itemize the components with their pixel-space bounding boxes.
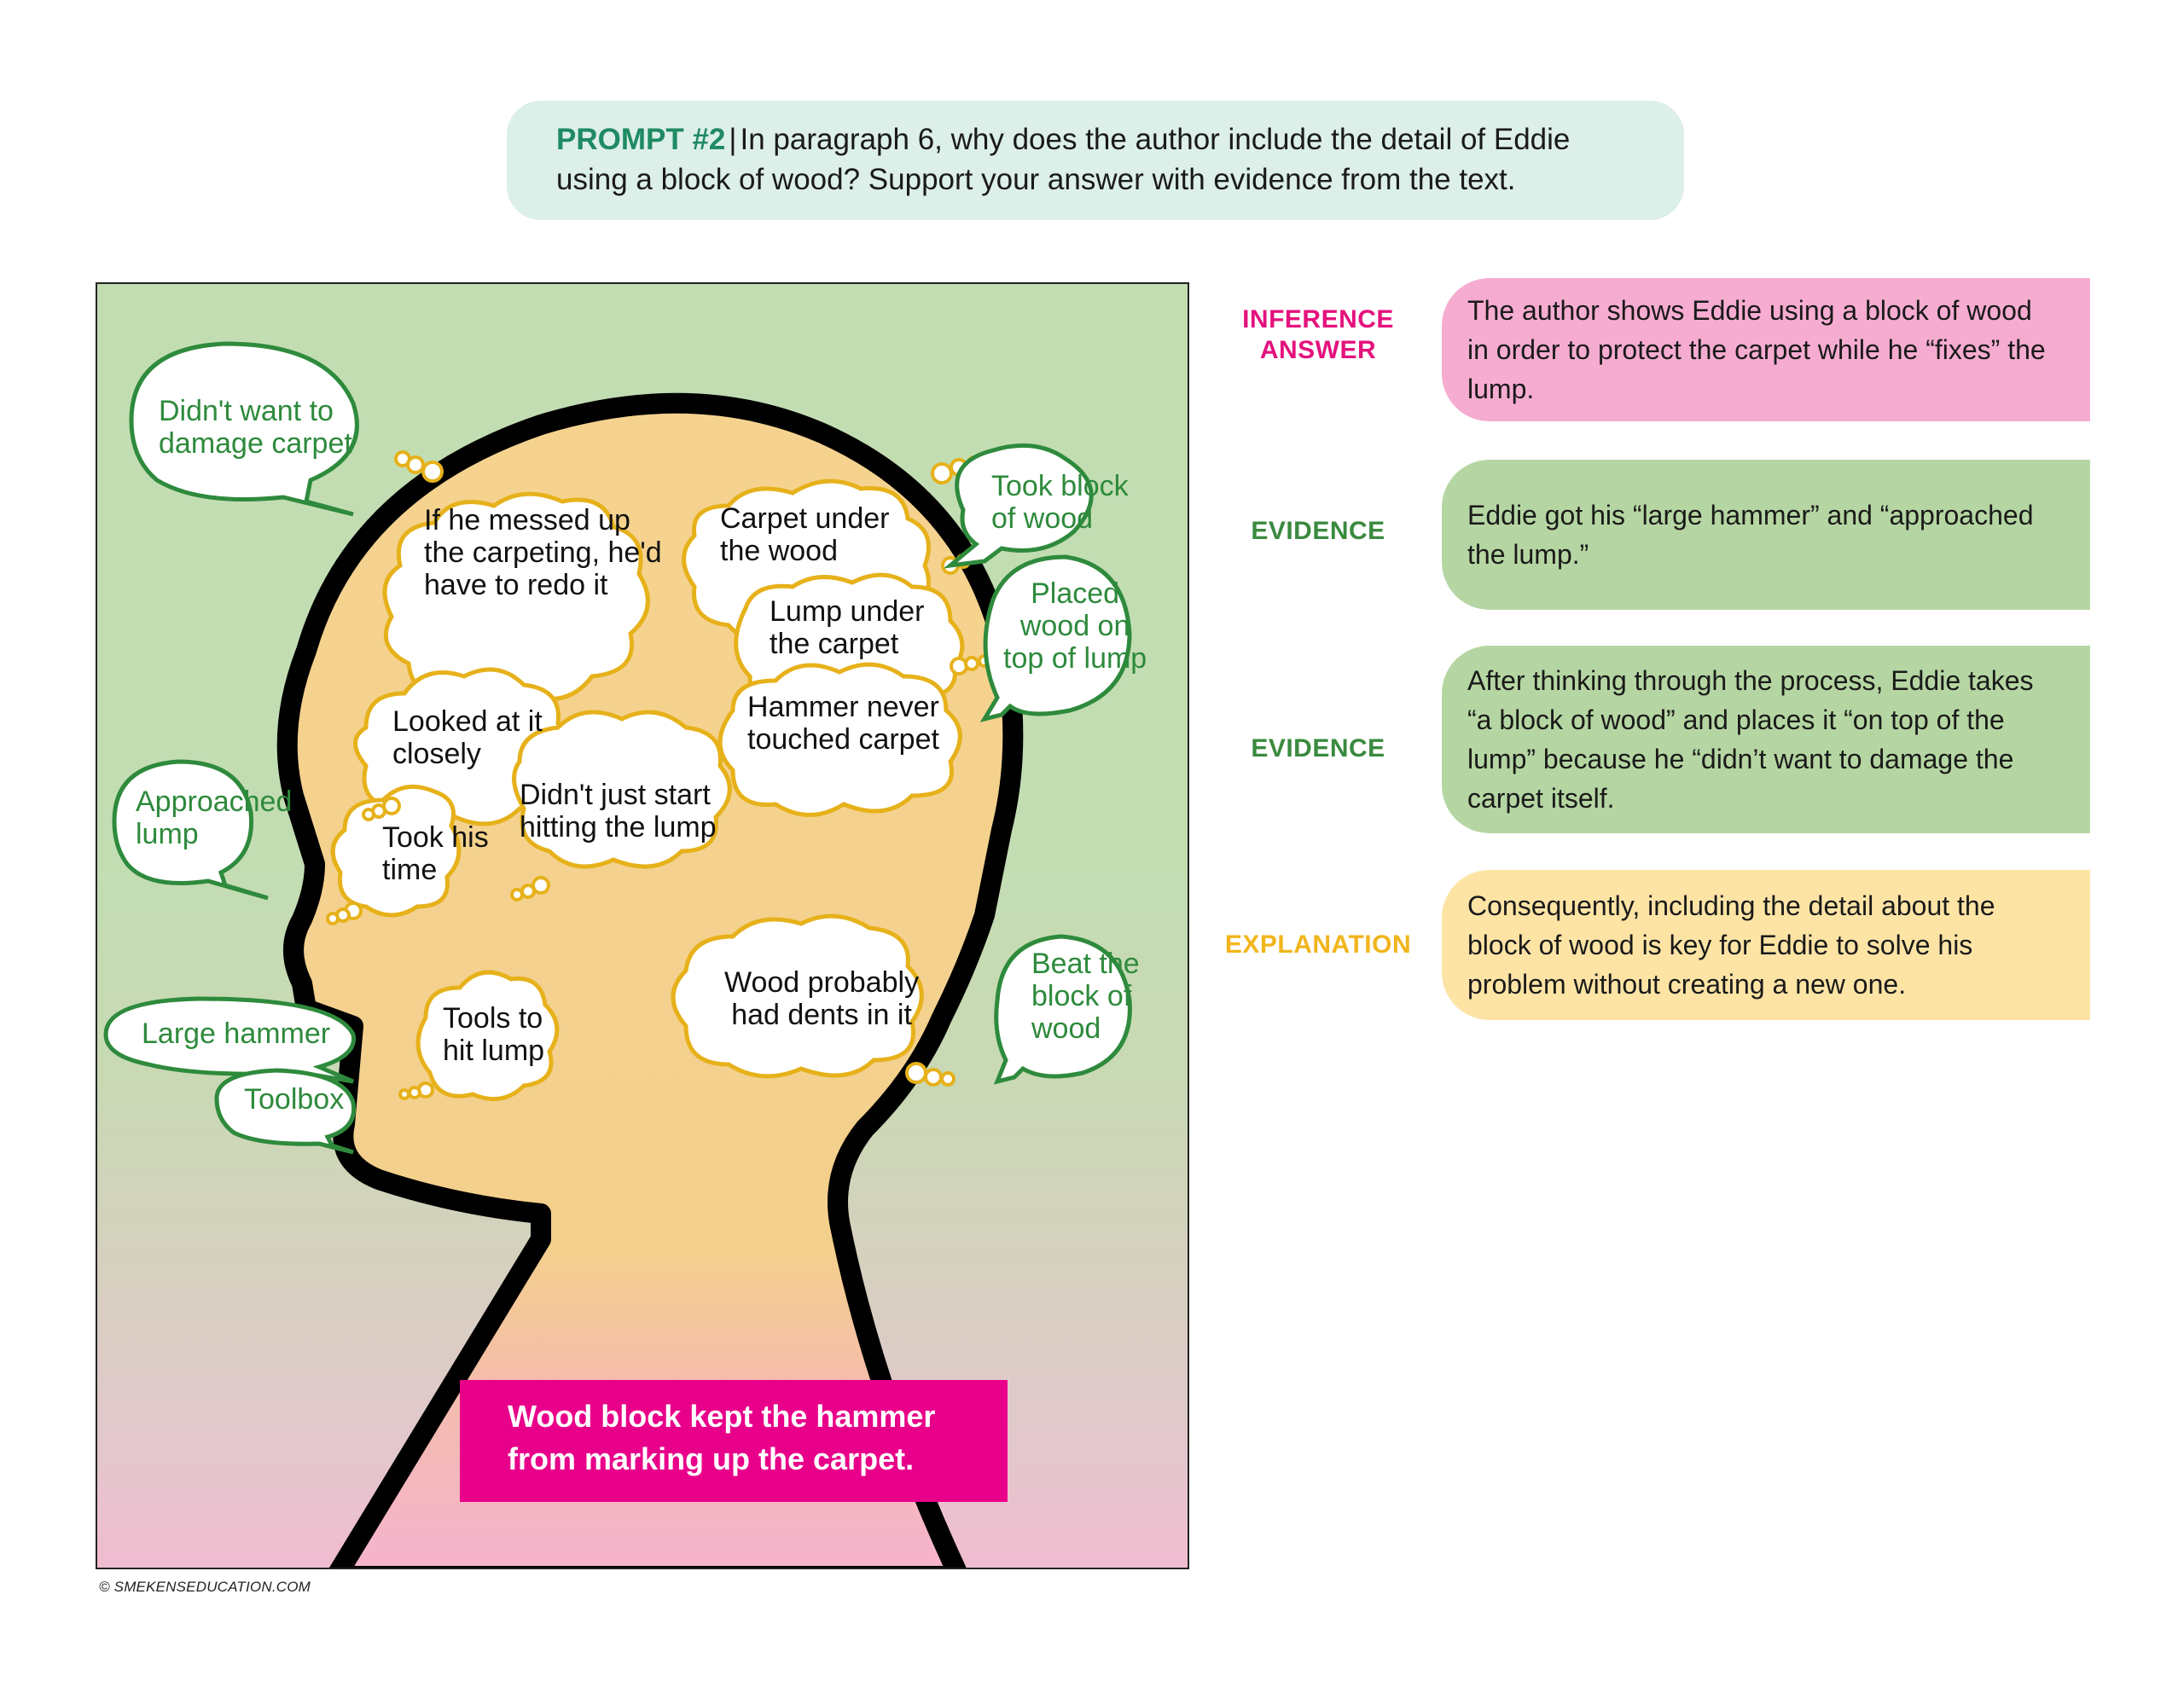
- label-line: ANSWER: [1259, 336, 1377, 364]
- speech-bubble: [214, 1068, 357, 1155]
- inference-answer-box: The author shows Eddie using a block of …: [1442, 278, 2090, 421]
- thought-line: have to redo it: [424, 569, 608, 601]
- speech-bubble: [993, 934, 1132, 1085]
- explanation-text: Consequently, including the detail about…: [1467, 890, 1995, 1000]
- speech-placed-wood: Placed wood on top of lump: [1003, 577, 1147, 675]
- speech-line: Beat the: [1031, 948, 1140, 980]
- thought-clouds: [330, 478, 965, 1102]
- thought-line: the wood: [720, 535, 838, 567]
- thought-line: had dents in it: [731, 999, 912, 1031]
- speech-bubble: [943, 443, 1094, 569]
- speech-bubbles: [103, 341, 1132, 1155]
- thought-dents: Wood probably had dents in it: [724, 966, 919, 1031]
- thought-line: the carpeting, he'd: [424, 536, 662, 569]
- evidence-box-1: Eddie got his “large hammer” and “approa…: [1442, 460, 2090, 610]
- label-line: EVIDENCE: [1251, 517, 1385, 545]
- thought-cloud: [512, 710, 732, 869]
- head-illustration: [103, 341, 1132, 1568]
- label-explanation: EXPLANATION: [1220, 930, 1416, 960]
- thought-hammer-never: Hammer never touched carpet: [747, 691, 939, 756]
- thought-line: Lump under: [770, 595, 925, 628]
- evidence-box-2: After thinking through the process, Eddi…: [1442, 646, 2090, 833]
- thought-line: closely: [392, 738, 481, 770]
- speech-large-hammer: Large hammer: [142, 1017, 330, 1050]
- thought-line: touched carpet: [747, 723, 939, 756]
- label-line: EVIDENCE: [1251, 734, 1385, 762]
- speech-line: of wood: [991, 502, 1094, 535]
- thought-looked-closely: Looked at it closely: [392, 705, 543, 770]
- thought-line: hitting the lump: [520, 811, 717, 844]
- thought-redo: If he messed up the carpeting, he'd have…: [424, 504, 662, 601]
- speech-line: wood: [1031, 1012, 1101, 1045]
- speech-didnt-want: Didn't want to damage carpet: [159, 395, 352, 460]
- copyright: © SMEKENSEDUCATION.COM: [99, 1579, 311, 1595]
- label-line: INFERENCE: [1242, 305, 1394, 333]
- speech-line: Didn't want to: [159, 395, 334, 427]
- thought-line: Looked at it: [392, 705, 543, 738]
- inference-answer-text: The author shows Eddie using a block of …: [1467, 295, 2046, 404]
- speech-toolbox: Toolbox: [244, 1083, 344, 1116]
- speech-line: wood on: [1019, 610, 1130, 642]
- explanation-box: Consequently, including the detail about…: [1442, 870, 2090, 1020]
- thought-didnt-just-start: Didn't just start hitting the lump: [520, 779, 717, 844]
- thought-lump-under-carpet: Lump under the carpet: [770, 595, 924, 660]
- speech-line: lump: [136, 818, 199, 850]
- thought-cloud: [415, 970, 560, 1102]
- conclusion-box: Wood block kept the hammer from marking …: [460, 1380, 1008, 1502]
- label-inference-answer: INFERENCE ANSWER: [1220, 304, 1416, 366]
- speech-line: Approached: [136, 786, 293, 818]
- thought-cloud: [382, 491, 650, 709]
- evidence-text-2: After thinking through the process, Eddi…: [1467, 665, 2034, 814]
- thought-cloud: [717, 662, 962, 817]
- thought-line: Hammer never: [747, 691, 939, 723]
- prompt-separator: |: [729, 123, 737, 156]
- head-diagram: If he messed up the carpeting, he'd have…: [96, 282, 1189, 1569]
- label-line: EXPLANATION: [1224, 930, 1412, 959]
- prompt-text: In paragraph 6, why does the author incl…: [556, 123, 1571, 196]
- speech-line: Placed: [1031, 577, 1120, 610]
- speech-line: damage carpet: [159, 427, 352, 460]
- prompt-banner: PROMPT #2|In paragraph 6, why does the a…: [507, 101, 1684, 220]
- speech-line: block of: [1031, 980, 1132, 1012]
- speech-bubble: [979, 554, 1132, 722]
- thought-line: hit lump: [443, 1035, 545, 1067]
- speech-line: top of lump: [1003, 642, 1147, 675]
- speech-line: Toolbox: [244, 1083, 345, 1116]
- speech-bubble: [129, 341, 359, 517]
- thought-line: Didn't just start: [520, 779, 711, 811]
- label-evidence-1: EVIDENCE: [1220, 516, 1416, 547]
- prompt-label: PROMPT #2: [556, 123, 726, 156]
- conclusion-line: Wood block kept the hammer: [508, 1399, 936, 1434]
- speech-approached: Approached lump: [136, 786, 292, 850]
- thought-line: Tools to: [443, 1002, 543, 1035]
- speech-bubble: [103, 996, 356, 1084]
- thought-line: time: [382, 854, 438, 886]
- thought-line: the carpet: [770, 628, 899, 660]
- thought-line: Carpet under: [720, 502, 890, 535]
- speech-took-block: Took block of wood: [991, 470, 1129, 535]
- label-evidence-2: EVIDENCE: [1220, 733, 1416, 764]
- thought-cloud: [671, 913, 924, 1079]
- thought-carpet-under-wood: Carpet under the wood: [720, 502, 889, 567]
- thought-took-time: Took his time: [382, 821, 489, 886]
- speech-bubble: [112, 759, 269, 901]
- speech-line: Large hammer: [142, 1017, 331, 1050]
- speech-beat-block: Beat the block of wood: [1031, 948, 1140, 1045]
- thought-line: Wood probably: [724, 966, 920, 999]
- thought-tools: Tools to hit lump: [443, 1002, 544, 1067]
- conclusion-line: from marking up the carpet.: [508, 1441, 915, 1476]
- thought-line: Took his: [382, 821, 489, 854]
- speech-line: Took block: [991, 470, 1129, 502]
- thought-line: If he messed up: [424, 504, 630, 536]
- evidence-text-1: Eddie got his “large hammer” and “approa…: [1467, 500, 2034, 570]
